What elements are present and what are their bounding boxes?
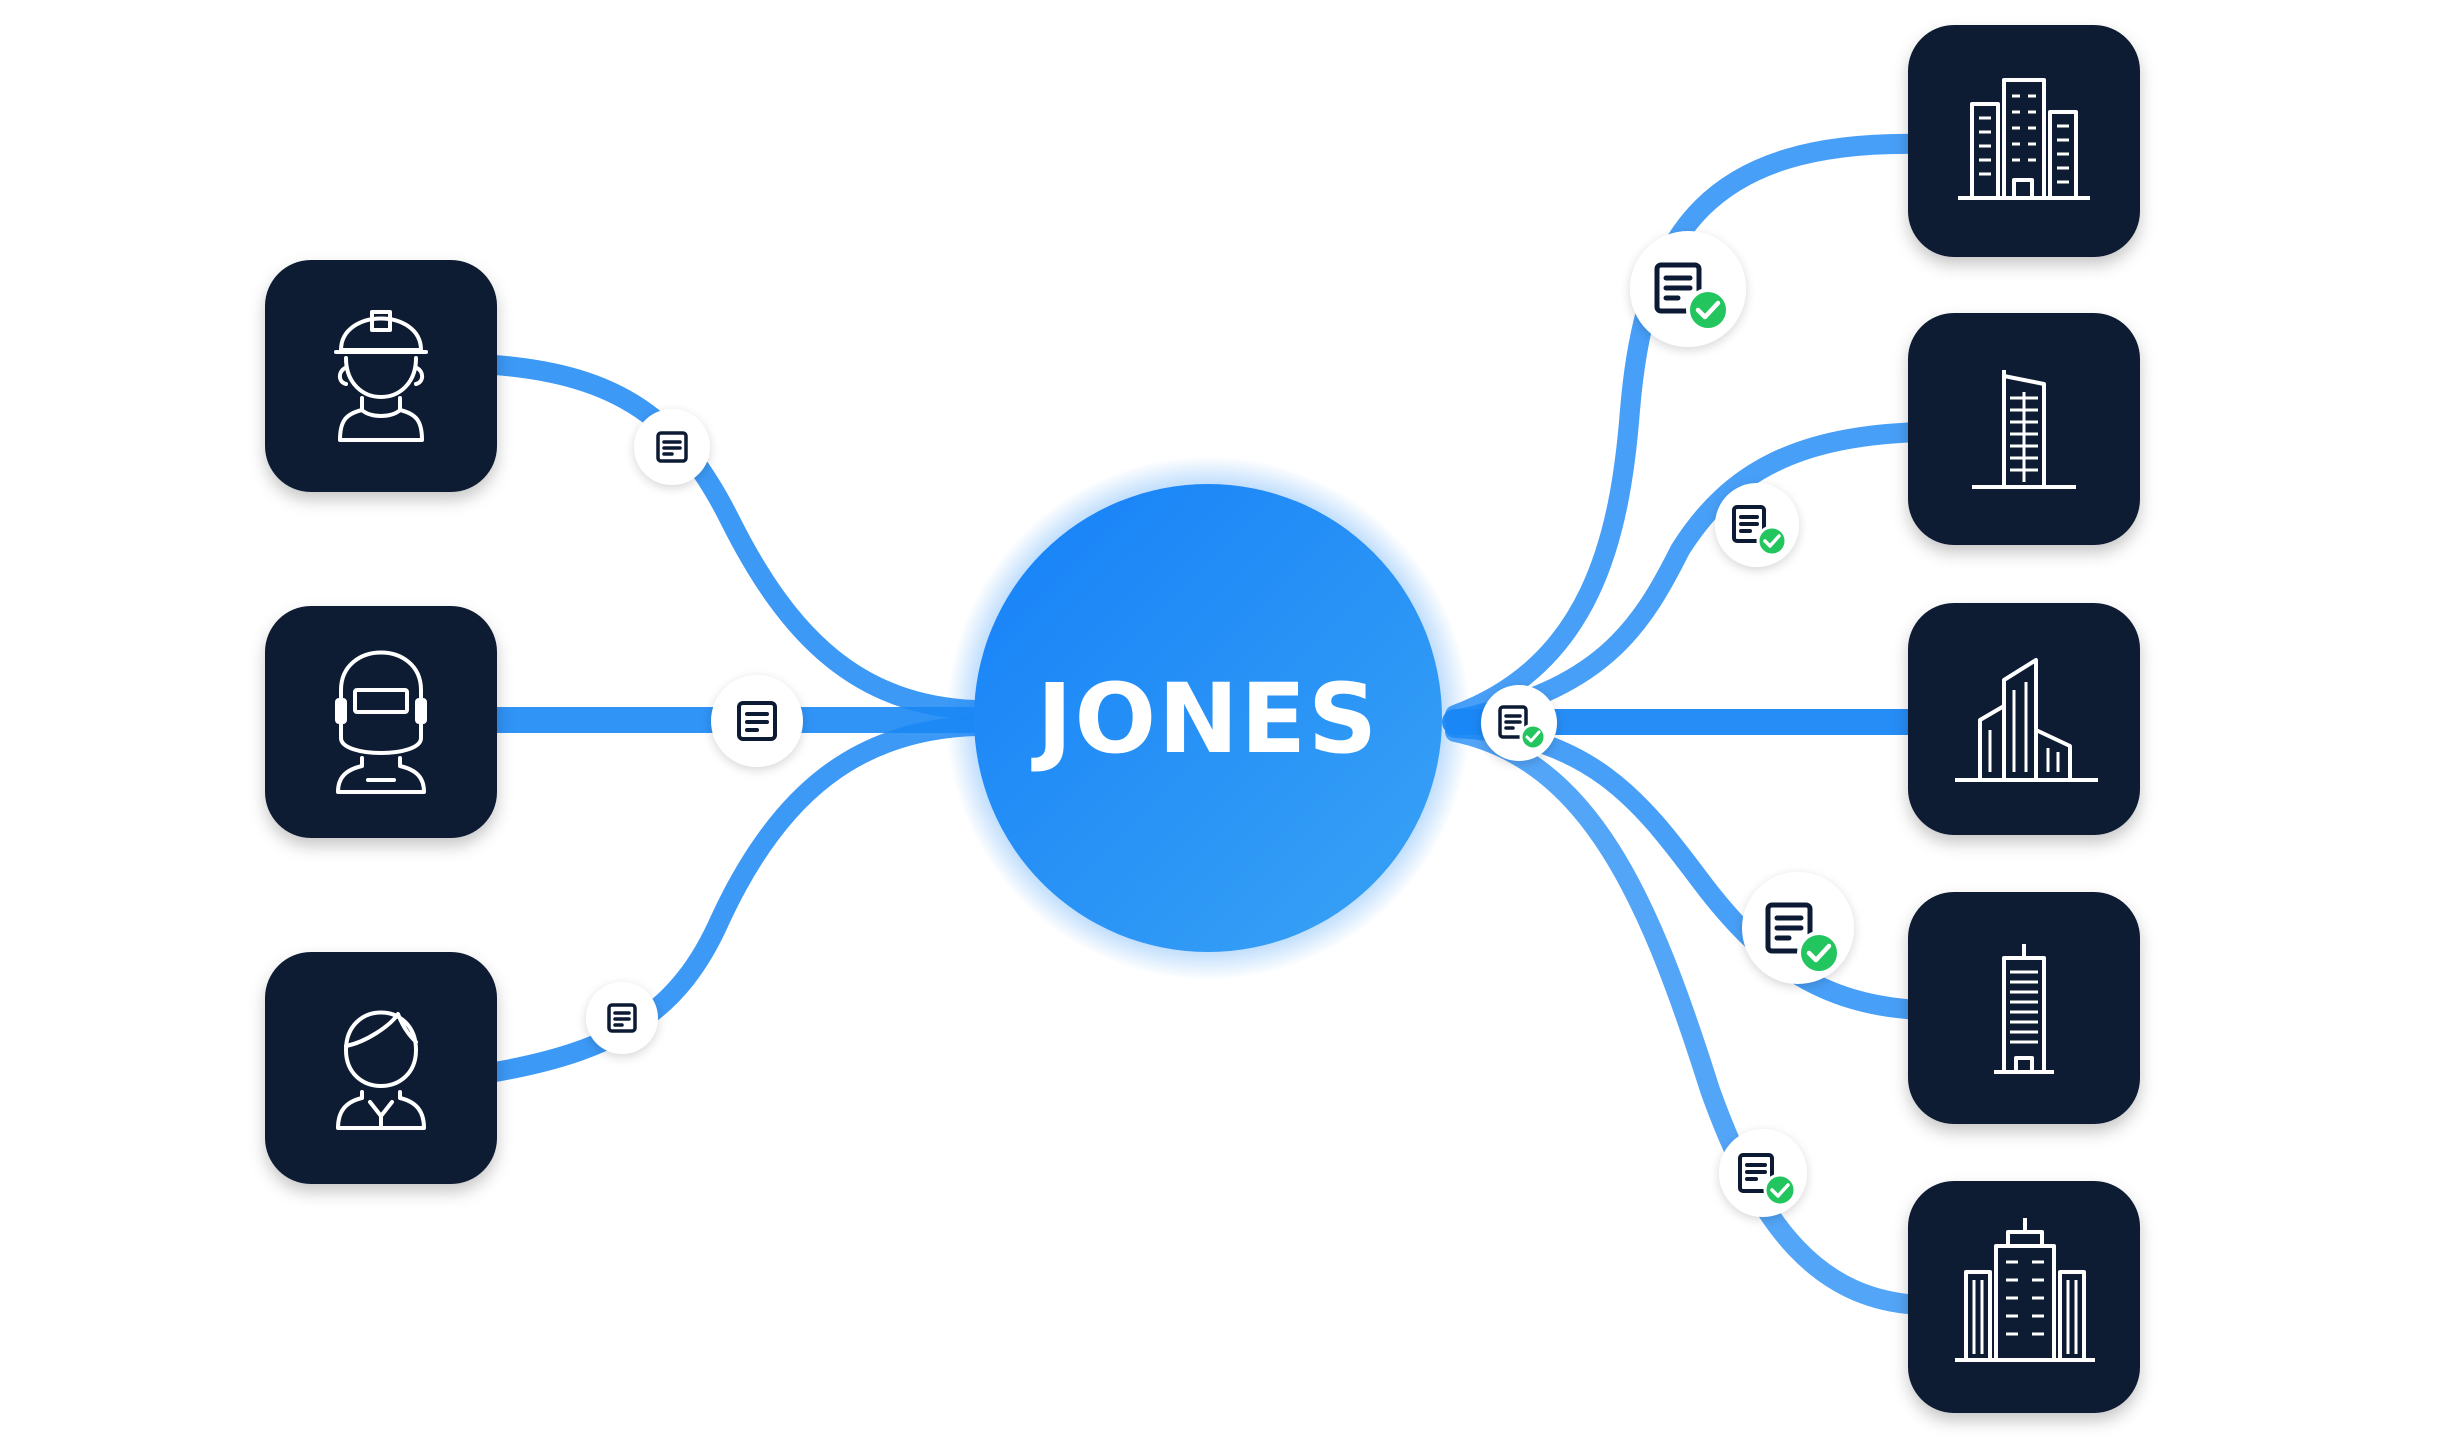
building-node-5[interactable] [1908,1181,2140,1413]
building-node-3[interactable] [1908,603,2140,835]
connector-worker-3 [485,716,985,1082]
approved-badge-4[interactable] [1742,872,1854,984]
slim-tower-icon [1994,944,2054,1074]
connector-building-2 [1445,422,1930,730]
right-nodes [1908,25,2140,1413]
left-badges [586,409,803,1054]
worker-node-welder[interactable] [265,606,497,838]
approved-badge-1[interactable] [1630,231,1746,347]
connector-worker-1 [485,355,985,720]
document-approved-icon [1498,705,1547,751]
connector-building-5 [1445,722,1930,1315]
modern-skyscrapers-icon [1955,658,2098,782]
connector-building-1 [1445,133,1930,725]
document-icon [656,431,688,463]
office-buildings-icon [1958,78,2090,200]
document-badge-2[interactable] [711,675,803,767]
hub[interactable]: JONES [946,456,1470,980]
approved-badge-5[interactable] [1719,1129,1807,1217]
document-badge-1[interactable] [634,409,710,485]
worker-node-office[interactable] [265,952,497,1184]
hub-circle [974,484,1442,952]
approved-badge-2[interactable] [1715,483,1799,567]
left-nodes [265,260,497,1184]
document-badge-3[interactable] [586,982,658,1054]
document-approved-icon [1732,505,1788,557]
document-icon [607,1003,637,1033]
construction-worker-icon [334,310,428,442]
building-node-4[interactable] [1908,892,2140,1124]
hub-label: JONES [1031,663,1379,775]
document-approved-icon [1654,262,1730,332]
corporate-building-icon [1955,1218,2095,1362]
worker-node-construction[interactable] [265,260,497,492]
building-node-1[interactable] [1908,25,2140,257]
approved-badge-3[interactable] [1481,685,1557,761]
document-approved-icon [1738,1153,1797,1207]
connector-building-4 [1445,718,1930,1020]
document-approved-icon [1765,902,1841,975]
right-badges [1481,231,1854,1217]
tall-tower-icon [1972,370,2076,489]
welder-icon [335,650,427,794]
office-worker-icon [336,1010,426,1130]
document-icon [737,701,777,741]
